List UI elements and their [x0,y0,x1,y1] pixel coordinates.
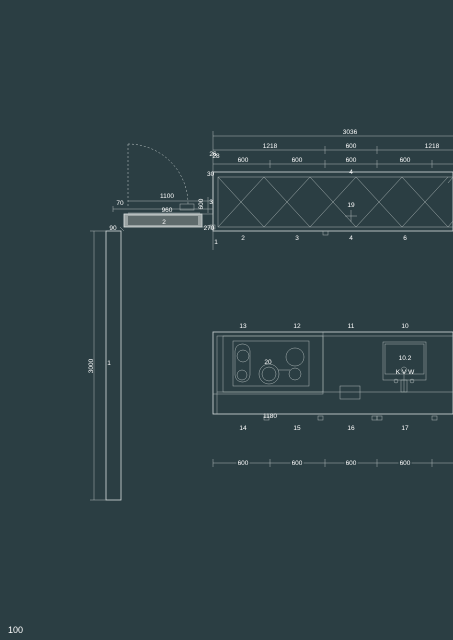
dim-unit4: 600 [400,157,411,164]
dim-3: 3 [209,199,213,206]
label-b14: 14 [239,425,247,432]
dim-bottom4: 600 [400,460,411,467]
label-b11: 11 [348,323,355,330]
dim-1180: 1180 [263,413,277,420]
label-top-19: 19 [347,202,355,209]
side-wall [90,230,122,501]
dim-bottom1: 600 [238,460,249,467]
label-a4: 4 [349,235,353,242]
label-b10-2: 10.2 [399,355,412,362]
side-panel [112,197,214,232]
dim-unit1: 600 [238,157,249,164]
label-a6: 6 [403,235,407,242]
top-dimension-lines [212,131,453,250]
label-b10: 10 [401,323,409,330]
dim-90: 90 [109,225,117,232]
label-a1: 1 [214,239,218,246]
dim-70: 70 [116,200,124,207]
label-a3: 3 [295,235,299,242]
dim-unit2: 600 [292,157,303,164]
dim-270: 270 [204,225,215,232]
dim-bottom2: 600 [292,460,303,467]
dim-small-a: 26 [209,151,217,158]
label-b20: 20 [264,359,272,366]
dim-upper-a: 1218 [263,143,278,150]
base-cabinet-run [212,331,453,421]
label-kvw: K V W [396,369,415,376]
dim-1100: 1100 [160,193,174,200]
dim-600v: 600 [198,198,205,209]
label-b12: 12 [293,323,301,330]
dim-upper-b: 600 [346,143,357,150]
dim-upper-c: 1218 [425,143,440,150]
dim-overall: 3036 [343,129,358,136]
label-top-4: 4 [349,169,353,176]
label-a2: 2 [241,235,245,242]
label-b17: 17 [401,425,409,432]
label-wall: 1 [107,360,111,367]
label-b13: 13 [239,323,247,330]
dim-depth: 30 [207,171,215,178]
dim-unit3: 600 [346,157,357,164]
upper-cabinet-run [209,171,453,236]
label-b15: 15 [293,425,301,432]
dim-bottom3: 600 [346,460,357,467]
dim-wall-3000: 3000 [88,358,95,373]
dim-small-b: 28 [212,153,220,160]
dim-960: 960 [162,207,173,214]
label-b16: 16 [347,425,355,432]
door-swing [127,143,189,208]
page-number: 100 [8,625,23,635]
label-panel: 2 [162,219,166,226]
bottom-dimension-line [212,459,453,467]
